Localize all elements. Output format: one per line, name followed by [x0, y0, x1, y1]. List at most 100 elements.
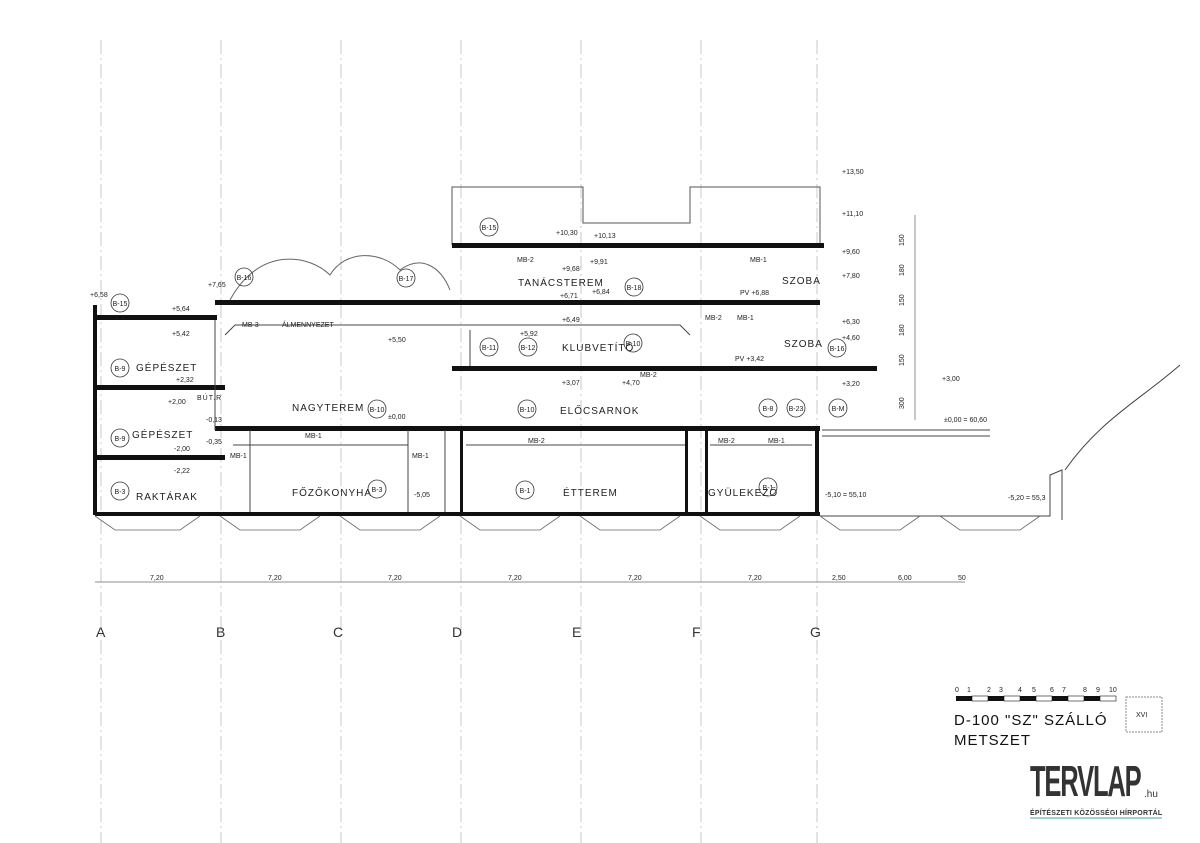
level-minus-5-05: -5,05 [414, 492, 430, 499]
tag-b1-gy: B-1 [763, 485, 774, 492]
label-almennyezet: ÁLMENNYEZET [282, 320, 334, 329]
level-minus-0-35: -0,35 [206, 439, 222, 446]
dim-1: 7,20 [150, 575, 164, 582]
room-nagyterem: NAGYTEREM [292, 403, 364, 414]
level-13-50: +13,50 [842, 169, 864, 176]
logo-tagline: ÉPÍTÉSZETI KÖZÖSSÉGI HÍRPORTÁL [1030, 810, 1163, 819]
tag-b1: B-1 [520, 488, 531, 495]
level-5-92: +5,92 [520, 331, 538, 338]
tag-b11: B-11 [482, 345, 496, 352]
right-dim-4: 180 [899, 324, 906, 336]
label-mb2-top: MB-2 [517, 257, 534, 264]
tag-b10-klub: B-10 [626, 341, 641, 348]
logo-wordmark: TERVLAP [1030, 757, 1142, 806]
tag-b23: B-23 [789, 406, 804, 413]
room-etterem: ÉTTEREM [563, 486, 618, 499]
grid-axis-a: A [96, 624, 106, 640]
scale-0: 0 [955, 687, 959, 694]
level-6-49: +6,49 [562, 317, 580, 324]
grid-axis-e: E [572, 624, 581, 640]
tag-b3-left: B-3 [115, 489, 126, 496]
drawing-title: D-100 "SZ" SZÁLLÓ [954, 712, 1108, 729]
drawing-subtitle: METSZET [954, 732, 1031, 749]
tag-bm: B-M [832, 406, 845, 413]
room-szoba-lower: SZOBA [784, 339, 823, 350]
level-pv-6-88: PV +6,88 [740, 290, 769, 297]
label-mb1-gy: MB-1 [768, 438, 785, 445]
level-4-70: +4,70 [622, 380, 640, 387]
tag-b18: B-18 [627, 285, 642, 292]
level-minus-5-10: -5,10 = 55,10 [825, 492, 867, 499]
tag-b3: B-3 [372, 487, 383, 494]
logo-suffix: .hu [1144, 789, 1158, 800]
room-gepeszet-upper: GÉPÉSZET [136, 361, 197, 374]
tag-b12: B-12 [521, 345, 536, 352]
level-pv-3-42: PV +3,42 [735, 356, 764, 363]
right-dim-2: 180 [899, 264, 906, 276]
label-mb1-mid: MB-1 [737, 315, 754, 322]
level-11-10: +11,10 [842, 211, 863, 218]
level-5-50: +5,50 [388, 337, 406, 344]
dim-5: 7,20 [628, 575, 642, 582]
level-6-58: +6,58 [90, 292, 108, 299]
scale-9: 9 [1096, 687, 1100, 694]
scale-7: 7 [1062, 687, 1066, 694]
room-klubvetito: KLUBVETÍTŐ [562, 340, 634, 354]
level-3-07: +3,07 [562, 380, 580, 387]
dim-8: 6,00 [898, 575, 912, 582]
scale-4: 4 [1018, 687, 1022, 694]
label-mb2-ground: MB-2 [528, 438, 545, 445]
label-mb2-mid: MB-2 [705, 315, 722, 322]
grid-lines [100, 40, 818, 843]
right-dim-1: 150 [899, 234, 906, 246]
level-2-32: +2,32 [176, 377, 194, 384]
grid-axis-d: D [452, 624, 462, 640]
dim-3: 7,20 [388, 575, 402, 582]
level-minus-2-22: -2,22 [174, 468, 190, 475]
room-but-r: BÚT.R [197, 393, 222, 402]
level-6-84: +6,84 [592, 289, 610, 296]
level-7-80: +7,80 [842, 273, 860, 280]
tag-b10-lobby: B-10 [520, 407, 535, 414]
label-mb1-left: MB-1 [230, 453, 247, 460]
room-tanacsterem: TANÁCSTEREM [518, 276, 604, 289]
level-10-13: +10,13 [594, 233, 616, 240]
level-3-00: +3,00 [942, 376, 960, 383]
dim-2: 7,20 [268, 575, 282, 582]
dim-6: 7,20 [748, 575, 762, 582]
scale-bar [956, 695, 1117, 702]
tervlap-logo: TERVLAP .hu ÉPÍTÉSZETI KÖZÖSSÉGI HÍRPORT… [1030, 757, 1170, 820]
label-mb1-right: MB-1 [412, 453, 429, 460]
scale-5: 5 [1032, 687, 1036, 694]
room-gepeszet-lower: GÉPÉSZET [132, 428, 193, 441]
scale-1: 1 [967, 687, 971, 694]
grid-axis-g: G [810, 624, 821, 640]
scale-6: 6 [1050, 687, 1054, 694]
room-elocsarnok: ELŐCSARNOK [560, 403, 639, 417]
room-szoba-upper: SZOBA [782, 276, 821, 287]
tag-b15-top: B-15 [482, 225, 497, 232]
label-mb2-lobby: MB-2 [640, 372, 657, 379]
foundations [94, 515, 1041, 531]
roof-outline [451, 186, 821, 245]
level-6-71: +6,71 [560, 293, 578, 300]
tag-b10-nagy: B-10 [370, 407, 385, 414]
level-ground: ±0,00 = 60,60 [944, 417, 987, 424]
tag-b16: B-16 [237, 275, 252, 282]
label-mb2-gy: MB-2 [718, 438, 735, 445]
level-6-30: +6,30 [842, 319, 860, 326]
level-4-60: +4,60 [842, 335, 860, 342]
grid-axis-b: B [216, 624, 225, 640]
section-tags: B-15 B-16 B-17 B-15 B-18 B-9 B-9 B-3 B-1… [110, 217, 848, 501]
level-2-00: +2,00 [168, 399, 186, 406]
level-10-30: +10,30 [556, 230, 578, 237]
dim-7: 2,50 [832, 575, 846, 582]
label-mb1-top: MB-1 [750, 257, 767, 264]
level-5-42: +5,42 [172, 331, 190, 338]
level-9-68: +9,68 [562, 266, 580, 273]
walls [214, 255, 1181, 520]
right-dim-5: 150 [899, 354, 906, 366]
room-fozokonyha: FŐZŐKONYHA [292, 485, 372, 499]
sheet-number: XVI [1136, 712, 1147, 719]
scale-10: 10 [1109, 687, 1117, 694]
